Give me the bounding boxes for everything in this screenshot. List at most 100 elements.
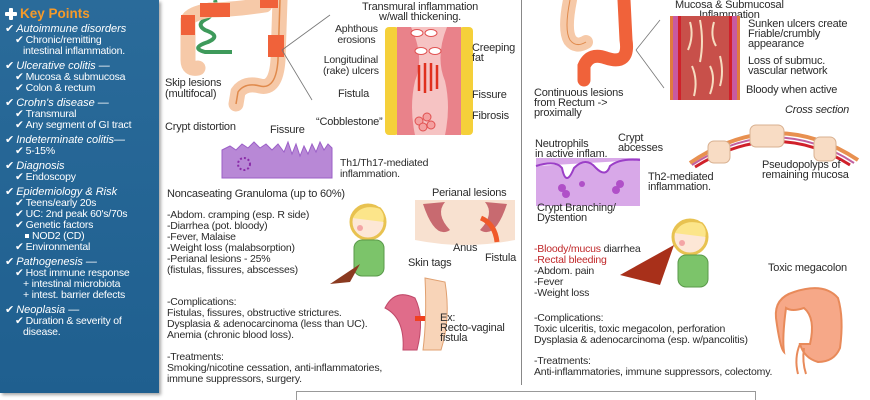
crohns-symptoms-list: -Abdom. cramping (esp. R side)-Diarrhea … [167,210,309,276]
checkmark-icon: ✔ [15,108,24,120]
key-point-item: ✔Teens/early 20s [5,198,155,209]
crohns-colon-illustration [180,0,288,112]
granuloma [237,157,251,171]
pseudopolyp [813,136,837,162]
key-point-item: ✔Environmental [5,242,155,253]
key-point-item-text: Host immune response [25,267,130,279]
uc-treatments: Anti-inflammatories, immune suppressors,… [534,366,773,378]
loss-vascular-label: Loss of submuc. vascular network [748,55,828,77]
key-point-group: ✔Crohn's disease —✔Transmural✔Any segmen… [5,97,155,131]
checkmark-icon: ✔ [5,256,15,268]
key-point-item-text: Genetic factors [25,219,94,231]
crohns-treatments: Smoking/nicotine cessation, anti-inflamm… [167,362,383,385]
crypt-branching-label: Crypt Branching/ Dystention [537,202,616,224]
uc-complications-label: -Complications: [534,312,604,324]
bloody-active-label: Bloody when active [746,84,838,96]
checkmark-icon: ✔ [15,119,24,131]
continuous-lesions-label: Continuous lesions from Rectum -> proxim… [534,87,624,119]
crohns-symptom: -Weight loss (malabsorption) [167,242,295,254]
crohns-histology-illustration [221,140,333,179]
fistula-label: Fistula [338,88,369,100]
checkmark-icon: ✔ [5,186,15,198]
skip-lesion [260,0,278,8]
key-points-title: Key Points [20,6,90,21]
checkmark-icon: ✔ [5,23,15,35]
checkmark-icon: ✔ [15,267,24,279]
transmural-section-illustration [385,27,473,135]
pain-burst [620,245,674,285]
key-point-item-text: intestinal inflammation. [23,45,125,57]
key-point-item: ✔Any segment of GI tract [5,120,155,131]
crohns-complications: Fistulas, fissures, obstructive strictur… [167,307,368,341]
key-point-heading: ✔Diagnosis [5,160,155,172]
uc-colon-illustration [560,0,634,87]
sunken-ulcers-label: Sunken ulcers create Friable/crumbly app… [748,18,848,50]
patient-girl-uc-illustration [620,218,709,288]
key-point-item: ✔Host immune response [5,268,155,279]
key-point-item-text: NOD2 (CD) [32,230,85,242]
toxic-megacolon-illustration [774,287,843,375]
key-point-item-text: + intestinal microbiota [23,278,121,290]
uc-continuous-lesion [577,0,634,87]
toxic-megacolon-label: Toxic megacolon [768,262,847,274]
recto-vaginal-label: Ex: Recto-vaginal fistula [440,312,505,344]
key-point-item: + intestinal microbiota [5,279,155,290]
pseudopolyps-label: Pseudopolyps of remaining mucosa [762,159,849,181]
checkmark-icon: ✔ [15,315,24,327]
mucosal-inflammation-title: Mucosa & Submucosal Inflammation [675,0,784,21]
pseudopolyp [707,140,731,164]
skin-tags-label: Skin tags [408,257,452,269]
th2-label: Th2-mediated inflammation. [648,171,714,193]
checkmark-icon: ✔ [15,82,24,94]
skip-lesion [181,15,195,35]
recto-vaginal-illustration [384,277,448,351]
key-point-item: ✔5-15% [5,146,155,157]
checkmark-icon: ✔ [15,171,24,183]
key-point-group: ✔Diagnosis✔Endoscopy [5,160,155,183]
key-point-heading-text: Epidemiology & Risk [16,186,118,198]
checkmark-icon: ✔ [5,160,15,172]
key-points-panel: Key Points ✔Autoimmune disorders✔Chronic… [0,0,159,393]
granuloma-label: Noncaseating Granuloma (up to 60%) [167,188,345,200]
bottom-panel [296,391,756,400]
cobblestone-label: “Cobblestone” [316,116,383,128]
checkmark-icon: ✔ [15,219,24,231]
key-point-item: ✔Genetic factors [5,220,155,231]
uc-complications: Toxic ulceritis, toxic megacolon, perfor… [534,323,748,346]
uc-mucosa-illustration [670,16,740,100]
key-point-item: ✔Duration & severity of [5,316,155,327]
pain-burst [330,264,360,284]
anus-label: Anus [453,242,478,254]
key-point-heading: ✔Epidemiology & Risk [5,186,155,198]
key-point-item-text: 5-15% [25,145,56,157]
pseudopolyp [749,124,785,148]
key-point-group: ✔Ulcerative colitis —✔Mucosa & submucosa… [5,60,155,94]
neutrophils-label: Neutrophils in active inflam. [535,138,608,160]
crohns-symptom: -Perianal lesions - 25% [167,253,271,265]
key-point-item-text: Any segment of GI tract [25,119,132,131]
crypt-distortion-label: Crypt distortion [165,121,236,133]
key-point-item-text: Teens/early 20s [25,197,97,209]
checkmark-icon: ✔ [15,145,24,157]
checkmark-icon: ✔ [5,134,15,146]
crohns-treatments-label: -Treatments: [167,351,224,363]
key-point-item: ✔Mucosa & submucosa [5,72,155,83]
key-point-item: ✔UC: 2nd peak 60's/70s [5,209,155,220]
cross-section-label: Cross section [785,104,850,116]
key-point-item-text: UC: 2nd peak 60's/70s [25,208,128,220]
skip-lesions-label: Skip lesions (multifocal) [165,77,222,100]
key-point-heading-text: Autoimmune disorders [16,23,127,35]
key-point-item: NOD2 (CD) [5,231,155,242]
key-point-heading-text: Diagnosis [16,160,65,172]
section-divider [521,0,522,385]
uc-symptoms-rest: -Abdom. pain-Fever-Weight loss [534,266,641,299]
square-bullet-icon [25,234,29,239]
perianal-illustration [415,200,515,245]
patient-girl-illustration [330,203,387,284]
key-point-heading-text: Crohn's disease — [16,97,109,109]
key-point-heading: ✔Indeterminate colitis— [5,134,155,146]
transmural-label: Transmural inflammation w/wall thickenin… [362,1,479,23]
key-point-heading: ✔Pathogenesis — [5,256,155,268]
